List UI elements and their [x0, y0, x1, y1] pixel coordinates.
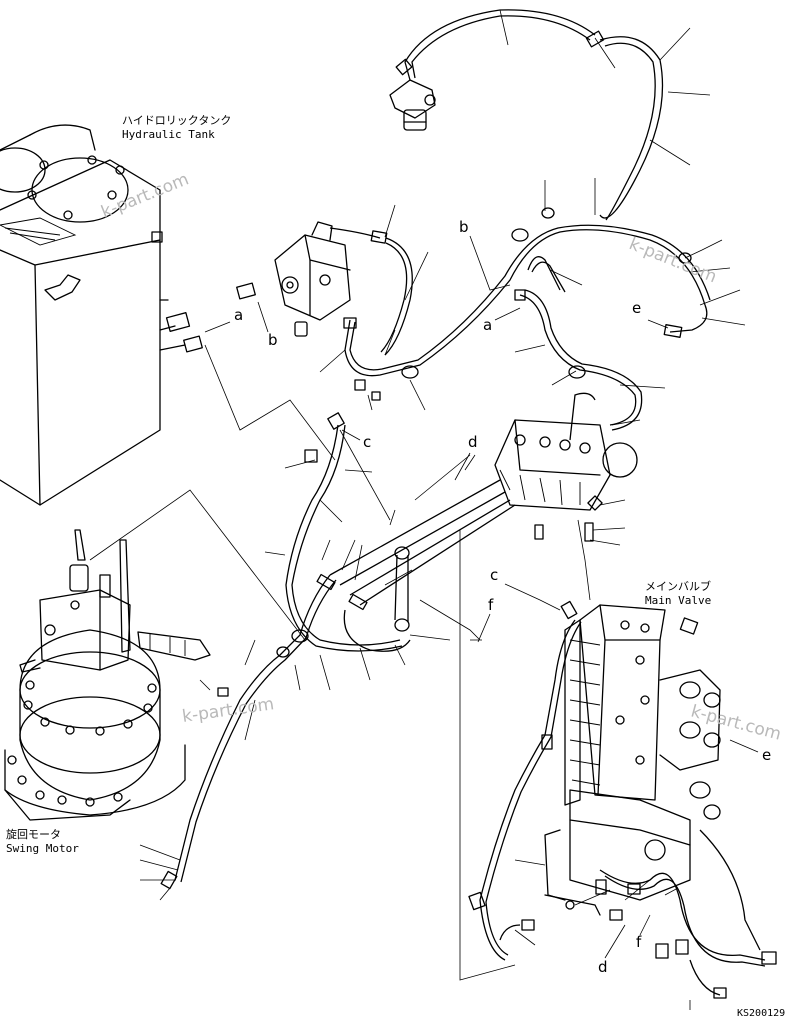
leader-lines — [139, 9, 746, 1010]
swing-motor: 旋回モータ Swing Motor — [4, 529, 211, 855]
callout-e-top: e — [632, 299, 641, 317]
main-valve-label-en: Main Valve — [645, 594, 711, 607]
drawing-code: KS200129 — [737, 1008, 785, 1019]
callout-a-right: a — [483, 316, 492, 334]
watermark-main-valve: k-part.com — [689, 702, 784, 745]
routing-guide-lines — [89, 344, 591, 981]
main-valve-label-jp: メインバルブ — [645, 579, 711, 593]
center-control-block — [329, 419, 638, 632]
watermark-tank: k-part.com — [98, 169, 191, 222]
pilot-valve-block — [274, 221, 413, 356]
callout-b-left: b — [268, 331, 278, 349]
callout-a-left: a — [234, 306, 243, 324]
callout-letters: a b b a e c d c f e f d — [204, 218, 771, 976]
callout-d-top: d — [468, 433, 478, 451]
callout-f-bottom: f — [636, 933, 642, 951]
callout-d-bottom: d — [598, 958, 608, 976]
hydraulic-tank-label-jp: ハイドロリックタンク — [122, 114, 231, 127]
swing-motor-label-jp: 旋回モータ — [6, 827, 61, 841]
callout-f-mid: f — [488, 596, 494, 614]
hose-network — [343, 207, 711, 441]
callout-c-main: c — [490, 566, 498, 584]
top-filter-assembly — [389, 9, 664, 221]
hydraulic-tank: ハイドロリックタンク Hydraulic Tank — [0, 114, 256, 506]
watermark-swing: k-part.com — [181, 694, 275, 727]
callout-c-top: c — [363, 433, 371, 451]
main-valve: メインバルブ Main Valve — [468, 579, 777, 999]
swing-motor-hose-bundle — [160, 412, 411, 890]
swing-motor-label-en: Swing Motor — [6, 842, 79, 855]
callout-b-right: b — [459, 218, 469, 236]
watermark-top-right: k-part.com — [626, 234, 719, 287]
callout-e-main: e — [762, 746, 771, 764]
hydraulic-tank-label-en: Hydraulic Tank — [122, 128, 215, 141]
